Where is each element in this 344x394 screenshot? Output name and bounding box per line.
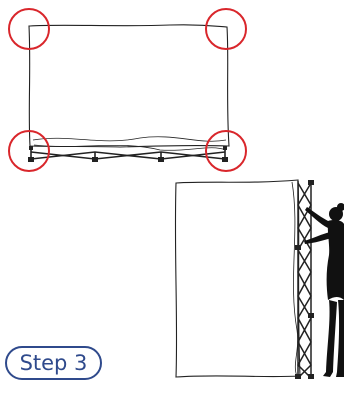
frame-hubs	[28, 146, 228, 162]
highlight-circle-bottom-left	[8, 130, 50, 172]
frame-standing-view	[174, 179, 344, 379]
corner-highlights	[8, 8, 247, 172]
highlight-circle-top-left	[8, 8, 50, 50]
frame-hubs-vertical	[295, 180, 314, 379]
fabric-outline-standing	[174, 179, 301, 378]
step-badge: Step 3	[5, 346, 102, 380]
fabric-outline-top	[28, 24, 230, 148]
woman-silhouette-icon	[304, 203, 344, 377]
scissor-frame-bottom	[30, 147, 226, 160]
frame-top-view	[8, 8, 247, 172]
highlight-circle-top-right	[205, 8, 247, 50]
highlight-circle-bottom-right	[205, 130, 247, 172]
